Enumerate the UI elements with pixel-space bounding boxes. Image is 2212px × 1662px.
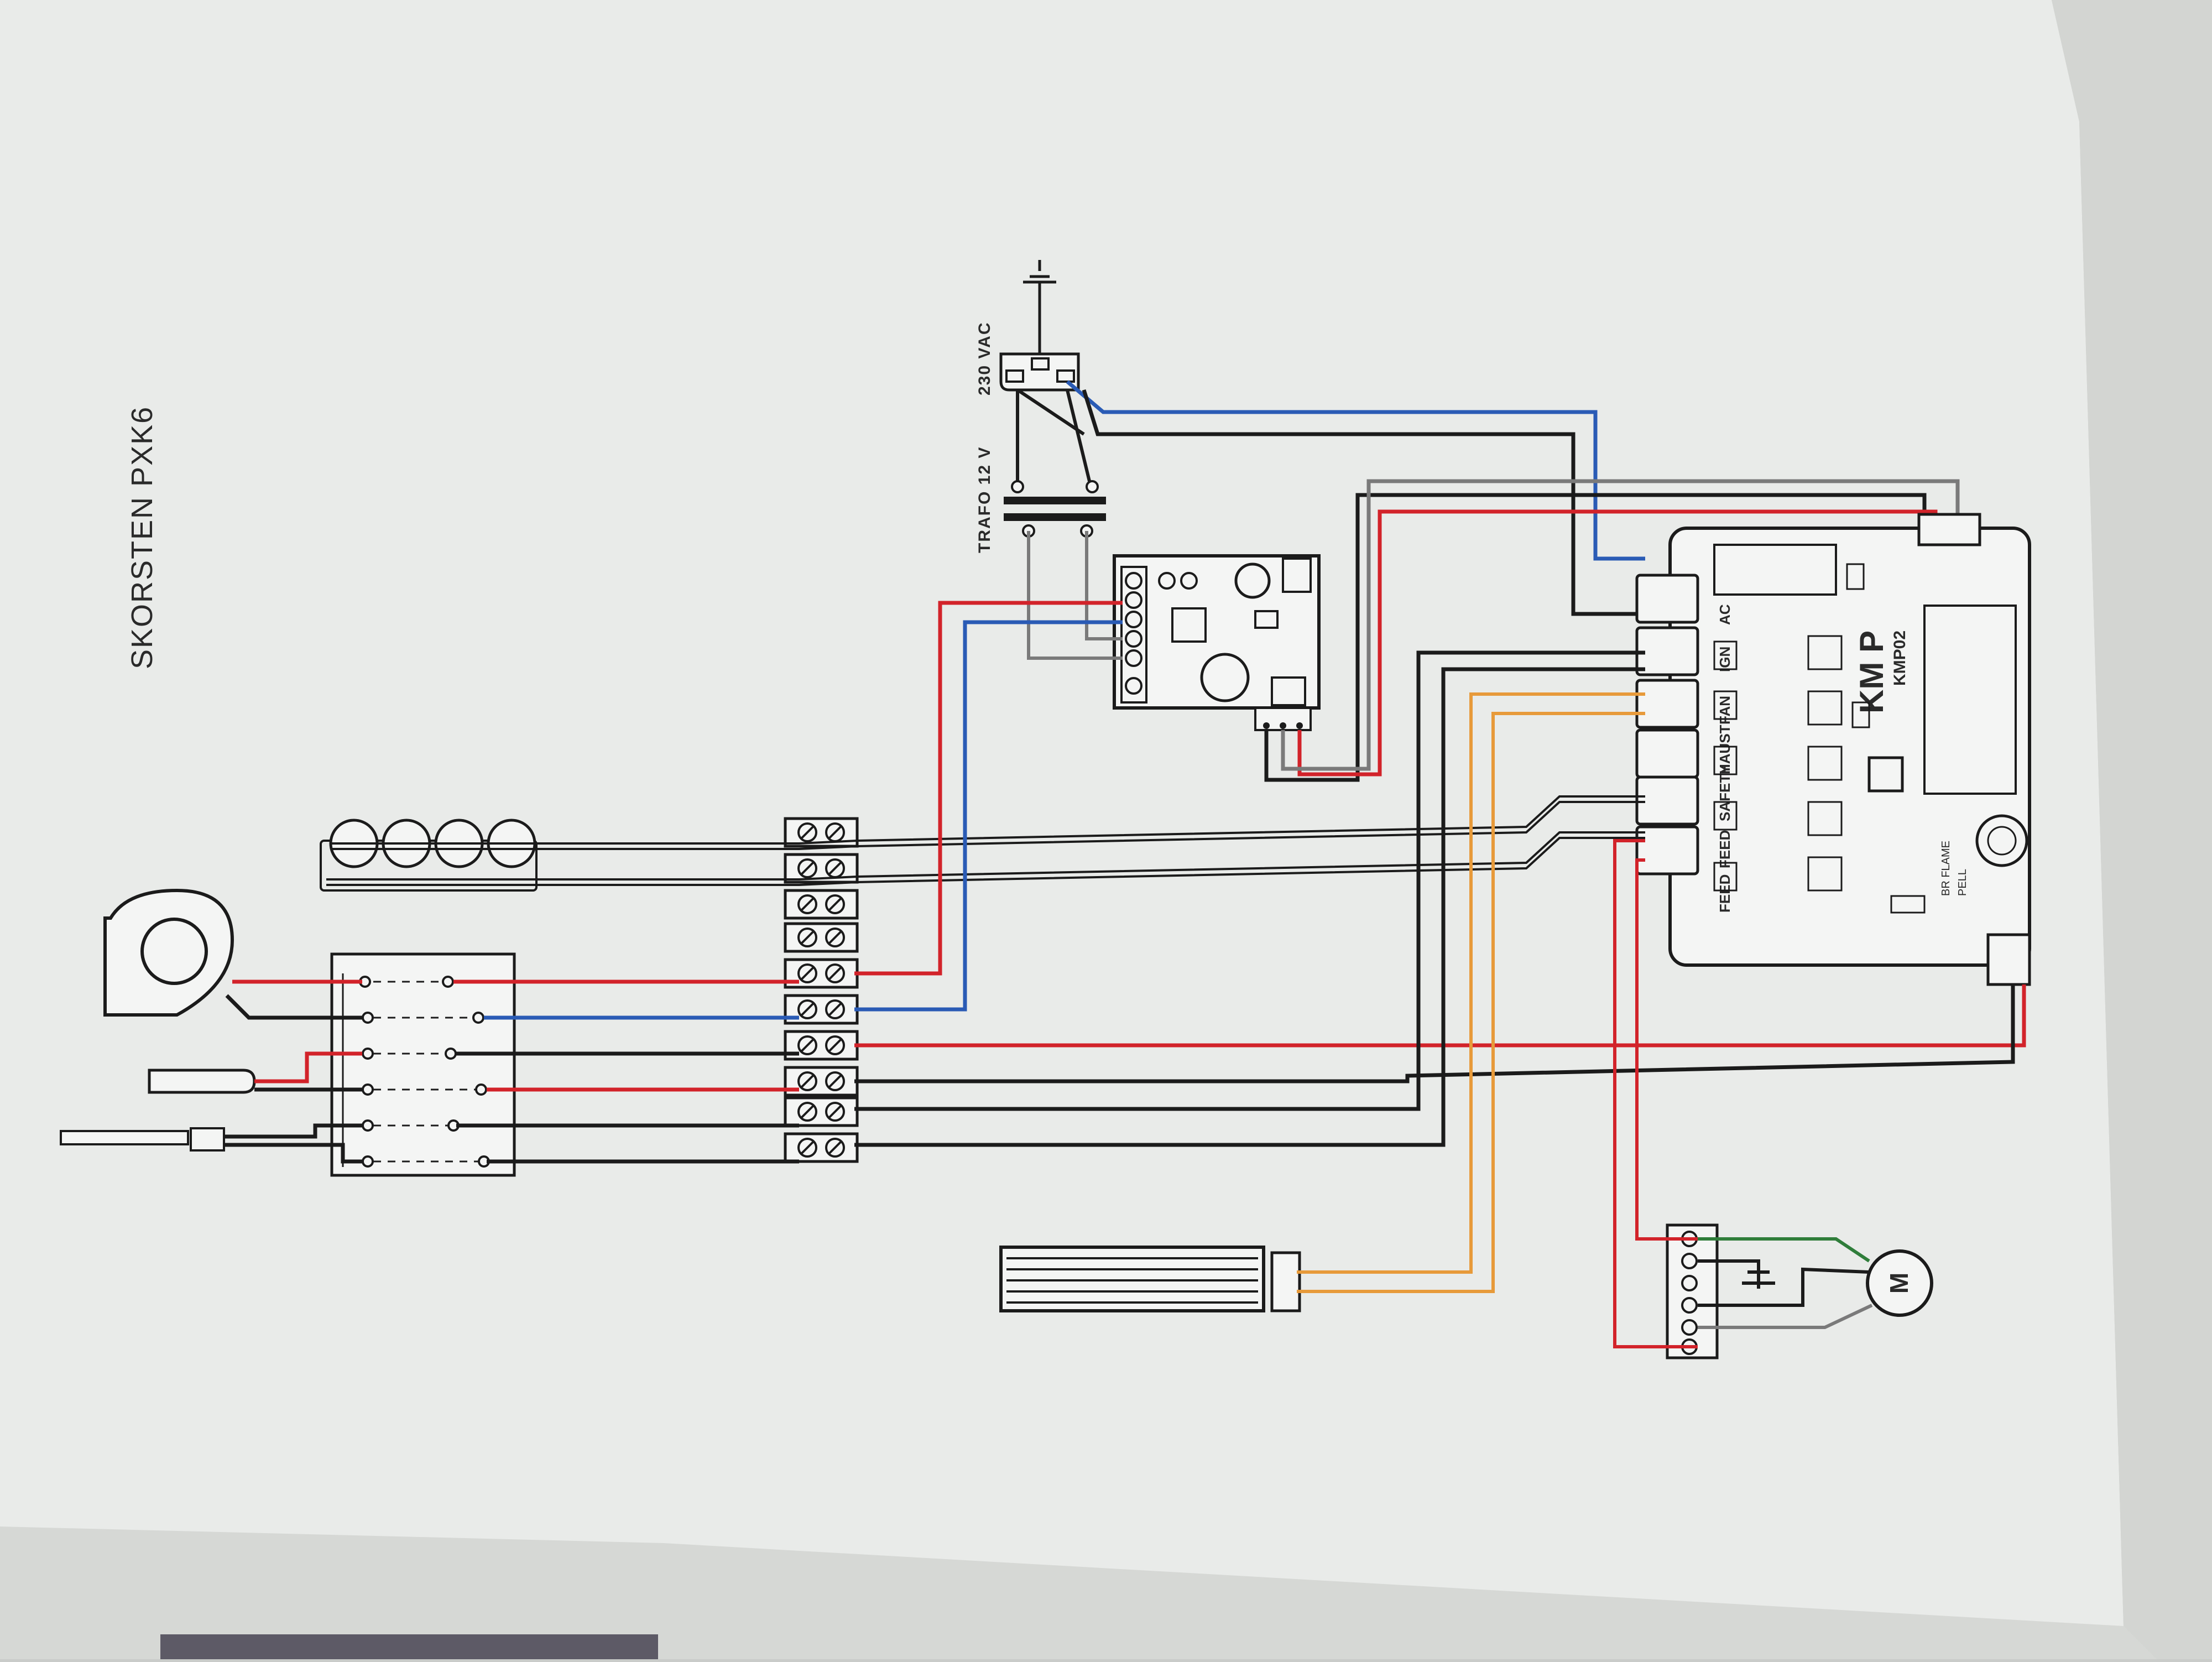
terminal-wires bbox=[453, 601, 2026, 1164]
terminal-block bbox=[784, 922, 859, 953]
board-output-label: FAN bbox=[1717, 696, 1733, 725]
terminal-screw-slot bbox=[828, 1140, 842, 1155]
board-output-label: FEED bbox=[1717, 874, 1733, 913]
plug-connector bbox=[330, 952, 516, 1177]
diagram-title: SKORSTEN PXK6 bbox=[126, 406, 159, 669]
terminal-screw-slot bbox=[828, 825, 842, 840]
terminal-screw-slot bbox=[828, 966, 842, 981]
terminal-screw-slot bbox=[800, 966, 815, 981]
paper-sheet bbox=[0, 0, 2157, 1659]
terminal-screw bbox=[825, 963, 845, 983]
terminal-screw-slot bbox=[828, 1002, 842, 1017]
terminal-block bbox=[784, 889, 859, 920]
terminal-screw bbox=[797, 1138, 817, 1158]
device-wires bbox=[224, 980, 362, 1164]
board-input-label: BR FLAME bbox=[1940, 841, 1952, 896]
terminal-screw bbox=[797, 928, 817, 947]
terminal-screw bbox=[797, 1035, 817, 1055]
terminal-screw-slot bbox=[800, 1140, 815, 1155]
sub-board bbox=[1113, 554, 1321, 731]
terminal-screw-slot bbox=[828, 1074, 842, 1088]
terminal-screw-slot bbox=[800, 825, 815, 840]
transformer-label: TRAFO 12 V bbox=[975, 446, 994, 553]
igniter-element bbox=[999, 1246, 1301, 1312]
motor-label: M bbox=[1885, 1273, 1913, 1294]
temperature-probe bbox=[148, 1069, 256, 1094]
terminal-screw-slot bbox=[828, 897, 842, 911]
board-components bbox=[1713, 563, 1926, 914]
connector-pins bbox=[359, 976, 490, 1168]
terminal-screw-slot bbox=[828, 1038, 842, 1053]
terminal-screw bbox=[825, 1035, 845, 1055]
mains-label: 230 VAC bbox=[975, 321, 994, 395]
connector-safety bbox=[1635, 775, 1699, 826]
motor: M bbox=[1866, 1249, 1933, 1317]
board-output-label: SAFETY bbox=[1717, 764, 1733, 821]
board-output-label: IGN bbox=[1717, 647, 1733, 672]
terminal-screw-slot bbox=[800, 1074, 815, 1088]
connector-feed bbox=[1635, 825, 1699, 876]
terminal-strip bbox=[784, 817, 859, 1163]
lamp-wires bbox=[326, 795, 1645, 886]
terminal-block bbox=[784, 1096, 859, 1127]
terminal-screw bbox=[825, 1102, 845, 1122]
blower-fan bbox=[103, 888, 234, 1017]
terminal-screw-slot bbox=[800, 1038, 815, 1053]
terminal-screw-slot bbox=[800, 1002, 815, 1017]
terminal-screw bbox=[797, 858, 817, 878]
motor-wires bbox=[1613, 839, 1873, 1348]
terminal-screw bbox=[797, 1102, 817, 1122]
terminal-screw bbox=[825, 894, 845, 914]
mains-socket bbox=[999, 352, 1080, 392]
board-output-label: HAUST bbox=[1717, 725, 1733, 774]
igniter-wires bbox=[1297, 692, 1645, 1293]
ground-symbol bbox=[1023, 260, 1056, 354]
terminal-screw-slot bbox=[828, 1104, 842, 1119]
terminal-screw bbox=[825, 999, 845, 1019]
subboard-to-main-wires bbox=[1264, 479, 1960, 782]
terminal-screw-slot bbox=[800, 1104, 815, 1119]
terminal-screw-slot bbox=[800, 861, 815, 876]
paper-edge bbox=[2052, 0, 2212, 1659]
board-model: KMP02 bbox=[1891, 631, 1909, 686]
board-brand: KM P bbox=[1853, 631, 1890, 713]
secondary-wires bbox=[1027, 531, 1123, 660]
transformer bbox=[1004, 388, 1106, 538]
connector-haust bbox=[1635, 728, 1699, 779]
connector-ac bbox=[1635, 574, 1699, 624]
lower-page-shadow bbox=[0, 1526, 2157, 1659]
mains-wires bbox=[1066, 380, 1645, 616]
flame-sensor bbox=[60, 1127, 225, 1152]
terminal-screw bbox=[797, 1071, 817, 1091]
binding-strip bbox=[160, 1634, 658, 1659]
connector-ign bbox=[1635, 626, 1699, 676]
board-input-label: PELL bbox=[1957, 869, 1969, 896]
terminal-screw bbox=[825, 928, 845, 947]
motor-terminal-block bbox=[1666, 1223, 1719, 1359]
terminal-block bbox=[784, 1132, 859, 1163]
board-output-label: AC bbox=[1717, 604, 1733, 625]
terminal-screw-slot bbox=[828, 861, 842, 876]
main-board: KM P KMP02 bbox=[1668, 513, 2031, 986]
terminal-screw bbox=[797, 894, 817, 914]
board-connectors bbox=[1635, 574, 1699, 876]
terminal-screw-slot bbox=[828, 930, 842, 945]
terminal-screw bbox=[797, 963, 817, 983]
terminal-screw-slot bbox=[800, 897, 815, 911]
terminal-screw-slot bbox=[800, 930, 815, 945]
terminal-screw bbox=[797, 822, 817, 842]
terminal-screw bbox=[825, 1138, 845, 1158]
connector-fan bbox=[1635, 679, 1699, 729]
terminal-screw bbox=[825, 1071, 845, 1091]
terminal-screw bbox=[797, 999, 817, 1019]
connector-dashes bbox=[373, 981, 478, 1163]
board-output-label: FEED bbox=[1717, 830, 1733, 868]
